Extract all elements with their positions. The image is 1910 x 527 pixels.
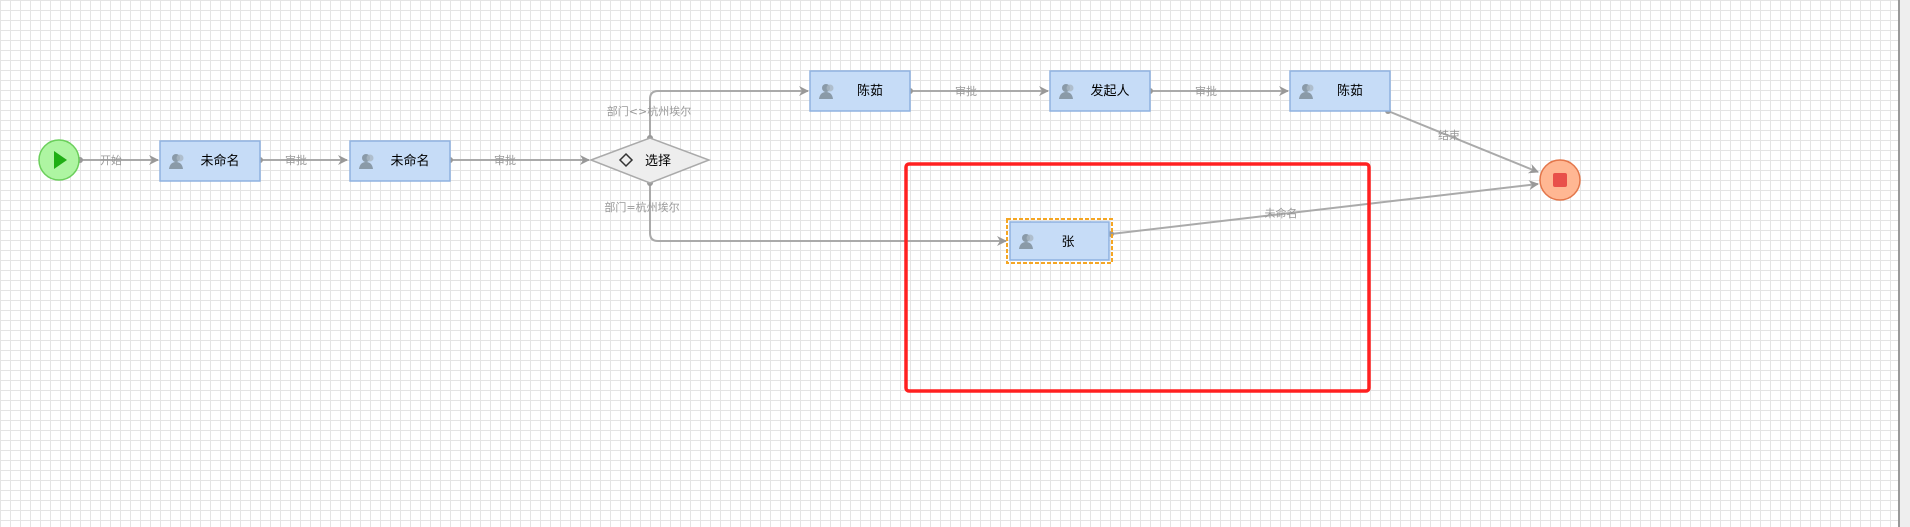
task-node-selected[interactable]: 张 [1006, 218, 1113, 264]
task-node[interactable]: 陈茹 [1289, 70, 1391, 112]
edge-gateway-task3[interactable] [649, 86, 809, 138]
edge-label: 审批 [494, 153, 516, 167]
end-event[interactable] [1539, 159, 1581, 201]
task-label: 未命名 [390, 153, 429, 169]
edge-task5-end[interactable] [1387, 110, 1539, 174]
task-node[interactable]: 发起人 [1049, 70, 1151, 112]
start-event[interactable] [38, 139, 80, 181]
edge-label: 审批 [285, 153, 307, 167]
edge-label: 审批 [1195, 84, 1217, 98]
task-label: 陈茹 [857, 83, 883, 99]
task-label: 张 [1061, 235, 1074, 250]
edge-label: 结束 [1438, 129, 1460, 142]
task-label: 陈茹 [1337, 83, 1363, 99]
edge-label: 部门<>杭州埃尔 [607, 104, 691, 118]
task-label: 发起人 [1090, 83, 1129, 99]
play-icon [54, 151, 67, 169]
scrollbar[interactable] [1898, 0, 1910, 527]
edge-label: 未命名 [1265, 206, 1298, 220]
stop-icon [1553, 173, 1567, 187]
gateway-label: 选择 [645, 154, 671, 169]
edge-label: 部门=杭州埃尔 [604, 200, 679, 214]
task-node[interactable]: 陈茹 [809, 70, 911, 112]
highlight-box [904, 162, 1371, 393]
task-node[interactable]: 未命名 [159, 140, 261, 182]
edge-gateway-task6[interactable] [649, 183, 1007, 246]
gateway-icon [618, 152, 634, 168]
task-label: 未命名 [200, 153, 239, 169]
edge-task6-end[interactable] [1110, 180, 1539, 235]
task-node[interactable]: 未命名 [349, 140, 451, 182]
gateway-node[interactable]: 选择 [588, 137, 712, 184]
edge-label: 审批 [955, 84, 977, 98]
edge-label: 开始 [100, 153, 122, 167]
